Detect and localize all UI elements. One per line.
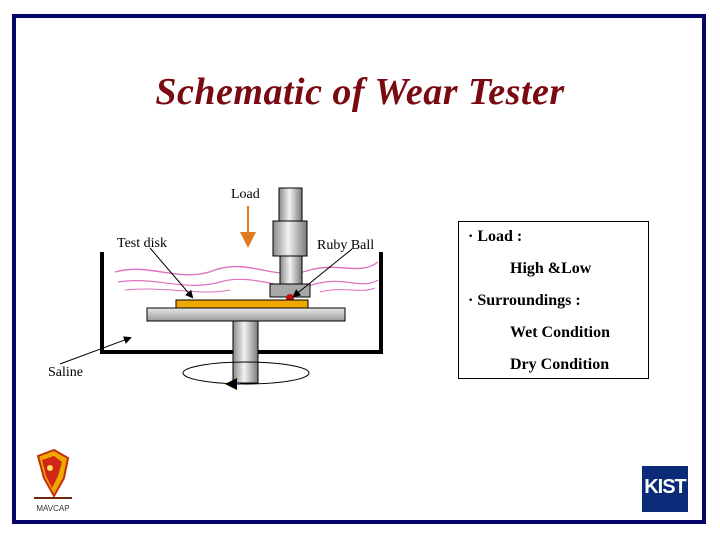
saline-surface-2 — [117, 278, 379, 288]
bullet-icon: · — [468, 228, 474, 245]
mavcap-caption: MAVCAP — [36, 504, 70, 513]
test-disk-label: Test disk — [117, 236, 167, 251]
rotating-plate — [146, 307, 346, 322]
test-disk-pointer — [149, 247, 194, 299]
upper-shaft — [278, 187, 303, 222]
surroundings-dry: Dry Condition — [510, 356, 610, 373]
load-heading: Load : — [477, 228, 523, 245]
load-value: High &Low — [510, 260, 592, 277]
saline-surface — [114, 261, 379, 276]
mavcap-logo: MAVCAP — [28, 448, 78, 518]
load-item: · Load : — [468, 228, 522, 246]
saline-label: Saline — [48, 365, 83, 380]
surroundings-wet: Wet Condition — [510, 324, 611, 341]
test-disk — [175, 299, 309, 309]
rotation-indicator — [182, 361, 310, 385]
ruby-ball-label: Ruby Ball — [317, 238, 375, 253]
saline-pointer — [59, 336, 132, 365]
surroundings-heading: Surroundings : — [477, 292, 581, 309]
ball-holder — [279, 255, 303, 285]
load-label: Load — [231, 187, 260, 202]
kist-logo: KIST — [642, 466, 688, 512]
conditions-box: · Load : High &Low · Surroundings : Wet … — [458, 221, 649, 379]
mavcap-logo-mark — [34, 448, 72, 499]
upper-shaft-collar — [272, 220, 308, 257]
surroundings-item: · Surroundings : — [468, 292, 581, 310]
saline-surface-3 — [124, 287, 376, 293]
slide-title: Schematic of Wear Tester — [155, 71, 565, 113]
lower-shaft — [232, 320, 259, 384]
bullet-icon: · — [468, 292, 474, 309]
ruby-ball-pointer — [292, 248, 353, 298]
kist-logo-text: KIST — [644, 476, 687, 498]
